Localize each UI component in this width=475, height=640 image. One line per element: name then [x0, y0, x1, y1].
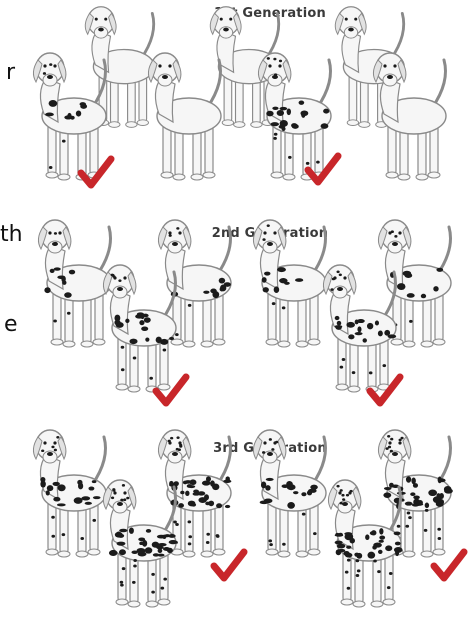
- dalmatian-dog: [103, 265, 176, 392]
- dalmatian-dog: [373, 53, 446, 180]
- dalmatian-dog: [33, 430, 106, 557]
- dalmatian-dog: [253, 430, 326, 557]
- dalmatian-dog: [258, 53, 331, 180]
- dalmatian-dog: [103, 480, 177, 607]
- red-checkmark-icon: [214, 552, 244, 578]
- dalmatian-dog: [148, 53, 221, 180]
- dalmatian-dog: [253, 220, 326, 347]
- dalmatian-dog: [323, 265, 396, 392]
- red-checkmark-icon: [434, 552, 464, 578]
- dalmatian-dog: [38, 220, 111, 347]
